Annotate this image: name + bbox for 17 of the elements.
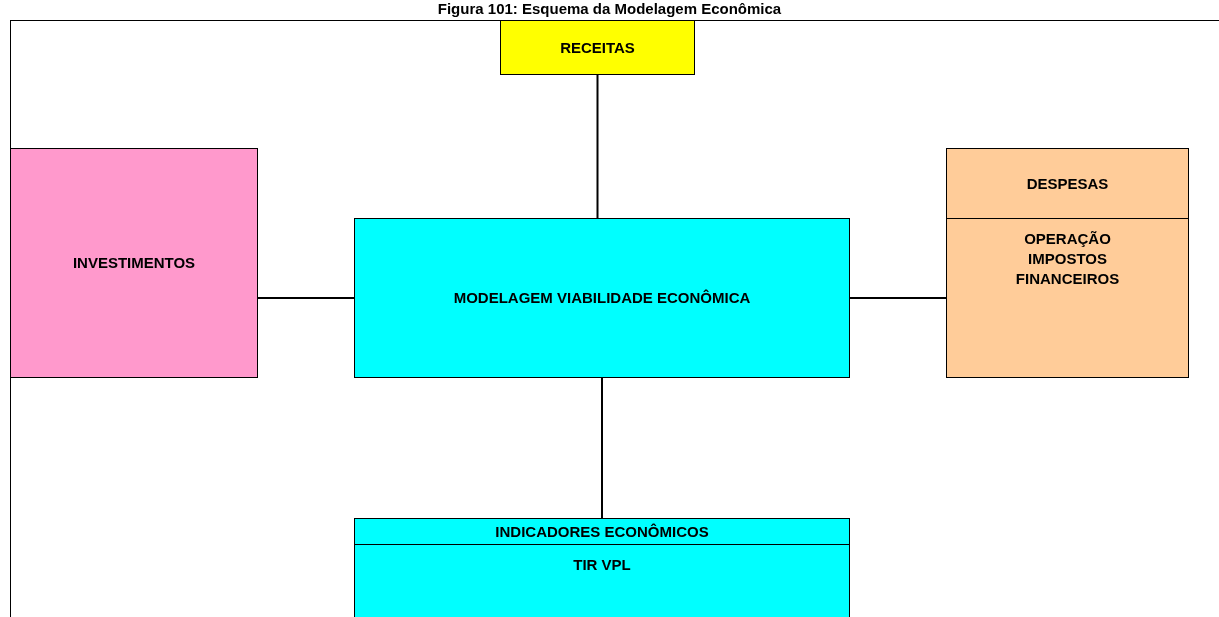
box-heading: DESPESAS — [1026, 173, 1109, 194]
box-text: RECEITAS — [560, 37, 635, 58]
process-box — [500, 20, 695, 75]
box-text: INVESTIMENTOS — [72, 253, 196, 273]
box-body-text: TIR VPL — [572, 555, 632, 575]
connector-line — [849, 297, 947, 299]
connector-line — [601, 377, 603, 519]
box-heading: INDICADORES ECONÔMICOS — [495, 521, 709, 542]
process-box — [10, 148, 258, 378]
connector-line — [257, 297, 355, 299]
figure-title: Figura 101: Esquema da Modelagem Econômica — [436, 0, 783, 18]
process-box — [354, 218, 850, 378]
box-body-text: OPERAÇÃO IMPOSTOS FINANCEIROS — [1014, 229, 1121, 289]
process-box — [354, 518, 850, 617]
process-box — [946, 148, 1189, 378]
box-text: MODELAGEM VIABILIDADE ECONÔMICA — [453, 288, 751, 308]
connector-line — [596, 74, 599, 219]
